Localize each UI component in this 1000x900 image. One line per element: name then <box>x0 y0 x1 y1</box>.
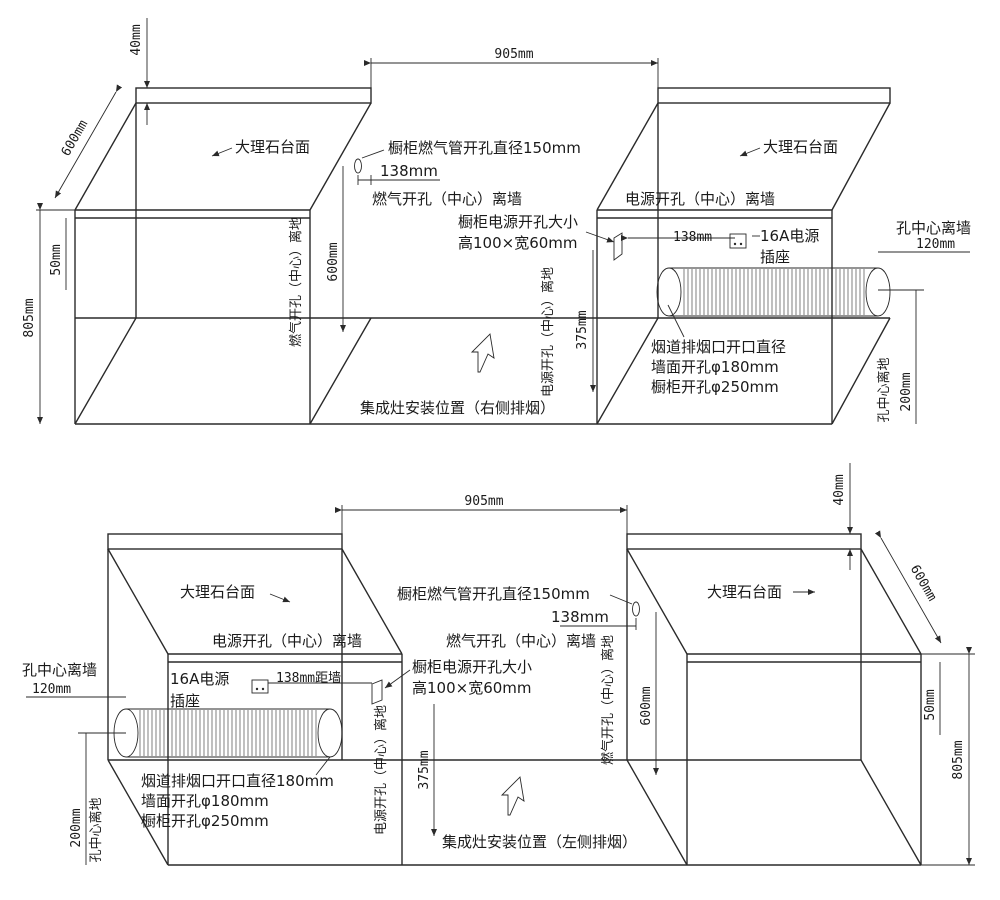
bottom-thickness-dimension: 40mm <box>832 463 853 570</box>
top-gas-hole: 橱柜燃气管开孔直径150mm 138mm 燃气开孔（中心）离墙 600mm 燃气… <box>288 139 581 347</box>
top-gas-hole-title: 橱柜燃气管开孔直径150mm <box>388 139 581 157</box>
bottom-power-hole: 电源开孔（中心）离墙 16A电源 插座 138mm距墙 橱柜电源开孔大小 高10… <box>170 632 532 836</box>
top-socket-label-1: 16A电源 <box>760 227 819 245</box>
top-hole-floor-dim: 200mm <box>899 372 914 411</box>
top-diagram: 905mm 40mm 600mm 805mm 50mm 大理石台面 大理石台面 <box>22 18 971 425</box>
bottom-flue-ribs <box>139 710 317 756</box>
top-flue-1: 烟道排烟口开口直径 <box>651 338 786 356</box>
bottom-socket-label-1: 16A电源 <box>170 670 229 688</box>
bottom-flue-3: 橱柜开孔φ250mm <box>141 812 269 830</box>
top-hole-wall-label: 孔中心离墙 <box>896 219 971 237</box>
top-marble-left: 大理石台面 <box>235 138 310 156</box>
top-flue-pipe: 烟道排烟口开口直径 墙面开孔φ180mm 橱柜开孔φ250mm <box>651 267 891 396</box>
bottom-power-hole-size: 高100×宽60mm <box>412 679 532 697</box>
top-socket-icon <box>729 233 747 249</box>
bottom-gas-hole: 橱柜燃气管开孔直径150mm 138mm 燃气开孔（中心）离墙 600mm 燃气… <box>397 585 659 775</box>
top-install-arrow-icon <box>470 333 495 373</box>
top-power-dist: 138mm <box>673 230 712 245</box>
bottom-offset-label: 50mm <box>923 689 938 720</box>
top-power-floor-dim: 375mm <box>575 310 590 349</box>
bottom-flue-2: 墙面开孔φ180mm <box>141 792 269 810</box>
bottom-hole-wall-label: 孔中心离墙 <box>22 661 97 679</box>
top-hole-floor-label: 孔中心离地 <box>876 357 892 422</box>
bottom-power-wall-label: 电源开孔（中心）离墙 <box>212 632 362 650</box>
top-gas-floor-label: 燃气开孔（中心）离地 <box>288 217 304 347</box>
bottom-width-label: 905mm <box>464 494 503 509</box>
bottom-width-dimension: 905mm <box>335 494 628 534</box>
top-flue-3: 橱柜开孔φ250mm <box>651 378 779 396</box>
top-offset-dimension: 50mm <box>49 209 75 290</box>
bottom-offset-dimension: 50mm <box>923 662 941 735</box>
top-gas-wall-label: 燃气开孔（中心）离墙 <box>372 190 522 208</box>
bottom-caption: 集成灶安装位置（左侧排烟） <box>442 833 637 851</box>
bottom-power-floor-label: 电源开孔（中心）离地 <box>373 705 389 835</box>
top-power-hole-title: 橱柜电源开孔大小 <box>458 213 578 231</box>
bottom-power-dist: 138mm距墙 <box>276 671 341 686</box>
top-depth-dimension: 600mm <box>54 84 123 199</box>
bottom-power-hole-title: 橱柜电源开孔大小 <box>412 658 532 676</box>
top-power-wall-label: 电源开孔（中心）离墙 <box>625 190 775 208</box>
bottom-hole-floor-label: 孔中心离地 <box>88 797 104 862</box>
top-flue-ribs <box>683 269 865 315</box>
top-hole-wall-dimension: 孔中心离墙 120mm 200mm 孔中心离地 <box>876 219 971 424</box>
bottom-hole-wall-dim: 120mm <box>32 682 71 697</box>
top-height-label: 805mm <box>22 298 37 337</box>
top-height-dimension: 805mm <box>22 203 75 424</box>
top-power-hole-size: 高100×宽60mm <box>458 234 578 252</box>
bottom-diagram: 905mm 40mm 600mm 805mm 50mm 大理石台面 大理石台面 <box>22 463 975 866</box>
top-gas-dist: 138mm <box>380 162 438 180</box>
bottom-gas-wall-label: 燃气开孔（中心）离墙 <box>446 632 596 650</box>
bottom-gas-floor-label: 燃气开孔（中心）离地 <box>600 635 616 765</box>
bottom-flue-pipe: 烟道排烟口开口直径180mm 墙面开孔φ180mm 橱柜开孔φ250mm <box>113 708 343 830</box>
bottom-hole-floor-dim: 200mm <box>69 808 84 847</box>
top-caption: 集成灶安装位置（右侧排烟） <box>360 399 555 417</box>
bottom-right-cabinet <box>626 533 922 866</box>
bottom-marble-right: 大理石台面 <box>707 583 782 601</box>
top-thickness-label: 40mm <box>129 24 144 55</box>
bottom-socket-icon <box>251 679 269 694</box>
bottom-gas-dist: 138mm <box>551 608 609 626</box>
top-width-dimension: 905mm <box>364 47 659 88</box>
bottom-power-floor-dim: 375mm <box>417 750 432 789</box>
bottom-depth-dimension: 600mm <box>874 530 942 644</box>
top-flue-2: 墙面开孔φ180mm <box>651 358 779 376</box>
bottom-depth-label: 600mm <box>907 563 940 605</box>
top-offset-label: 50mm <box>49 244 64 275</box>
top-socket-label-2: 插座 <box>760 248 790 266</box>
top-power-floor-label: 电源开孔（中心）离地 <box>540 267 556 397</box>
bottom-thickness-label: 40mm <box>832 474 847 505</box>
bottom-height-dimension: 805mm <box>921 647 975 866</box>
top-width-label: 905mm <box>494 47 533 62</box>
bottom-marble-left: 大理石台面 <box>180 583 255 601</box>
top-hole-wall-dim: 120mm <box>916 237 955 252</box>
bottom-flue-1: 烟道排烟口开口直径180mm <box>141 772 334 790</box>
top-gas-floor-dim: 600mm <box>326 242 341 281</box>
bottom-gas-floor-dim: 600mm <box>639 686 654 725</box>
bottom-socket-label-2: 插座 <box>170 692 200 710</box>
top-power-hole: 电源开孔（中心）离墙 橱柜电源开孔大小 高100×宽60mm 138mm 16A… <box>458 190 819 397</box>
bottom-gas-hole-title: 橱柜燃气管开孔直径150mm <box>397 585 590 603</box>
bottom-hole-wall-dimension: 孔中心离墙 120mm 200mm 孔中心离地 <box>22 661 126 865</box>
top-marble-right: 大理石台面 <box>763 138 838 156</box>
top-depth-label: 600mm <box>59 117 92 159</box>
bottom-height-label: 805mm <box>951 740 966 779</box>
bottom-install-arrow-icon <box>500 776 525 816</box>
top-thickness-dimension: 40mm <box>129 18 150 125</box>
